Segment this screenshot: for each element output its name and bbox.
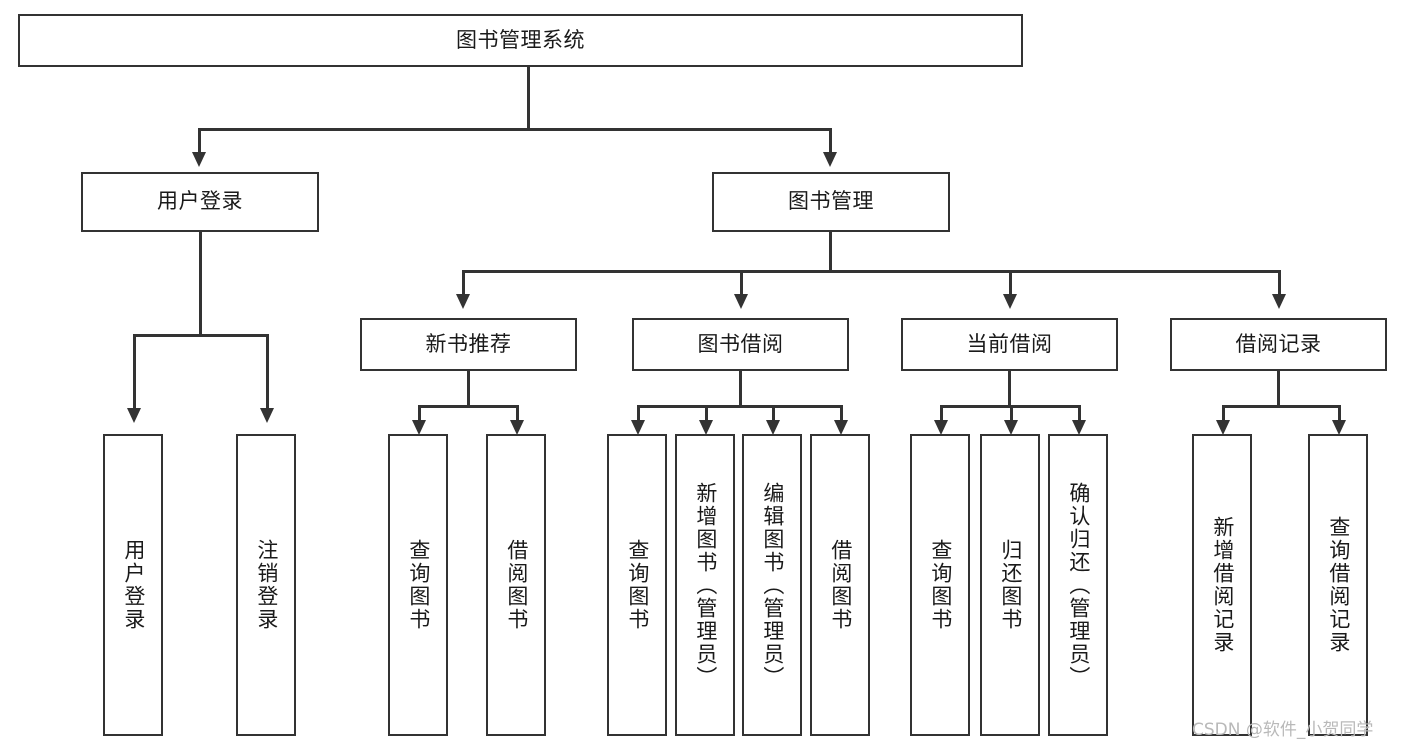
arrowhead-new-book-leaf-1 <box>510 420 524 435</box>
edge-borrow-record-stem <box>1277 371 1280 407</box>
edge-new-book-bus <box>418 405 518 408</box>
leaf-user-login-login[interactable]: 用户登录 <box>103 434 163 736</box>
edge-book-borrow-bus <box>637 405 842 408</box>
node-label: 当前借阅 <box>966 331 1053 356</box>
edge-book-mgmt-to-current-borrow <box>1009 270 1012 296</box>
node-borrow-record[interactable]: 借阅记录 <box>1170 318 1387 371</box>
edge-book-mgmt-bus <box>462 270 1280 273</box>
edge-borrow-record-bus <box>1222 405 1338 408</box>
arrowhead-borrow-record-leaf-1 <box>1332 420 1346 435</box>
edge-user-login-stem <box>199 232 202 336</box>
arrowhead-book-borrow-leaf-2 <box>766 420 780 435</box>
arrowhead-current-borrow-leaf-0 <box>934 420 948 435</box>
edge-book-mgmt-to-new-book <box>462 270 465 296</box>
node-label: 归还图书 <box>998 539 1023 631</box>
edge-book-borrow-stem <box>739 371 742 407</box>
edge-book-borrow-to-leaf-0 <box>637 405 640 425</box>
arrowhead-user-login <box>192 152 206 167</box>
edge-user-login-bus <box>133 334 266 337</box>
arrowhead-current-borrow <box>1003 294 1017 309</box>
node-label: 新增图书（管理员） <box>693 481 718 689</box>
leaf-borrow-record-query[interactable]: 查询借阅记录 <box>1308 434 1368 736</box>
node-label: 查询图书 <box>406 539 431 631</box>
arrowhead-book-borrow-leaf-3 <box>834 420 848 435</box>
node-label: 用户登录 <box>157 189 243 214</box>
edge-book-mgmt-to-borrow-record <box>1278 270 1281 296</box>
edge-root-bus <box>198 128 831 131</box>
leaf-book-borrow-add[interactable]: 新增图书（管理员） <box>675 434 735 736</box>
edge-current-borrow-stem <box>1008 371 1011 407</box>
edge-current-borrow-to-leaf-1 <box>1010 405 1013 425</box>
arrowhead-user-login-leaf-1 <box>260 408 274 423</box>
node-label: 新增借阅记录 <box>1210 516 1235 654</box>
node-label: 图书管理 <box>788 189 874 214</box>
node-label: 查询图书 <box>625 539 650 631</box>
arrowhead-user-login-leaf-0 <box>127 408 141 423</box>
node-label: 编辑图书（管理员） <box>760 481 785 689</box>
edge-new-book-to-leaf-1 <box>516 405 519 425</box>
arrowhead-borrow-record-leaf-0 <box>1216 420 1230 435</box>
arrowhead-book-borrow <box>734 294 748 309</box>
arrowhead-book-mgmt <box>823 152 837 167</box>
leaf-new-book-query[interactable]: 查询图书 <box>388 434 448 736</box>
leaf-user-login-logout[interactable]: 注销登录 <box>236 434 296 736</box>
arrowhead-current-borrow-leaf-1 <box>1004 420 1018 435</box>
arrowhead-book-borrow-leaf-1 <box>699 420 713 435</box>
edge-book-borrow-to-leaf-3 <box>840 405 843 425</box>
node-label: 图书管理系统 <box>456 27 585 52</box>
arrowhead-current-borrow-leaf-2 <box>1072 420 1086 435</box>
leaf-current-borrow-confirm[interactable]: 确认归还（管理员） <box>1048 434 1108 736</box>
edge-root-to-book-mgmt <box>829 128 832 155</box>
edge-book-mgmt-to-book-borrow <box>740 270 743 296</box>
arrowhead-new-book <box>456 294 470 309</box>
leaf-new-book-borrow[interactable]: 借阅图书 <box>486 434 546 736</box>
edge-new-book-to-leaf-0 <box>418 405 421 425</box>
node-root-system[interactable]: 图书管理系统 <box>18 14 1023 67</box>
node-label: 新书推荐 <box>425 331 512 356</box>
edge-user-login-to-leaf-1 <box>266 334 269 410</box>
node-label: 查询图书 <box>928 539 953 631</box>
node-label: 借阅记录 <box>1235 331 1322 356</box>
leaf-borrow-record-add[interactable]: 新增借阅记录 <box>1192 434 1252 736</box>
edge-borrow-record-to-leaf-0 <box>1222 405 1225 425</box>
node-label: 查询借阅记录 <box>1326 516 1351 654</box>
leaf-book-borrow-query[interactable]: 查询图书 <box>607 434 667 736</box>
node-label: 用户登录 <box>121 539 146 631</box>
node-label: 注销登录 <box>254 539 279 631</box>
node-label: 借阅图书 <box>504 539 529 631</box>
node-user-login[interactable]: 用户登录 <box>81 172 319 232</box>
arrowhead-new-book-leaf-0 <box>412 420 426 435</box>
arrowhead-borrow-record <box>1272 294 1286 309</box>
arrowhead-book-borrow-leaf-0 <box>631 420 645 435</box>
watermark-text: CSDN @软件_小贺同学 <box>1192 720 1374 740</box>
edge-book-mgmt-stem <box>829 232 832 272</box>
edge-borrow-record-to-leaf-1 <box>1338 405 1341 425</box>
edge-current-borrow-to-leaf-0 <box>940 405 943 425</box>
leaf-current-borrow-query[interactable]: 查询图书 <box>910 434 970 736</box>
node-new-book-recommend[interactable]: 新书推荐 <box>360 318 577 371</box>
node-current-borrow[interactable]: 当前借阅 <box>901 318 1118 371</box>
node-label: 图书借阅 <box>697 331 784 356</box>
edge-root-to-user-login <box>198 128 201 155</box>
node-book-borrow[interactable]: 图书借阅 <box>632 318 849 371</box>
leaf-book-borrow-edit[interactable]: 编辑图书（管理员） <box>742 434 802 736</box>
leaf-current-borrow-return[interactable]: 归还图书 <box>980 434 1040 736</box>
leaf-book-borrow-borrow[interactable]: 借阅图书 <box>810 434 870 736</box>
node-label: 确认归还（管理员） <box>1066 481 1091 689</box>
edge-current-borrow-to-leaf-2 <box>1078 405 1081 425</box>
node-label: 借阅图书 <box>828 539 853 631</box>
edge-book-borrow-to-leaf-1 <box>705 405 708 425</box>
edge-root-stem <box>527 67 530 130</box>
edge-user-login-to-leaf-0 <box>133 334 136 410</box>
edge-new-book-stem <box>467 371 470 407</box>
node-book-management[interactable]: 图书管理 <box>712 172 950 232</box>
edge-book-borrow-to-leaf-2 <box>772 405 775 425</box>
